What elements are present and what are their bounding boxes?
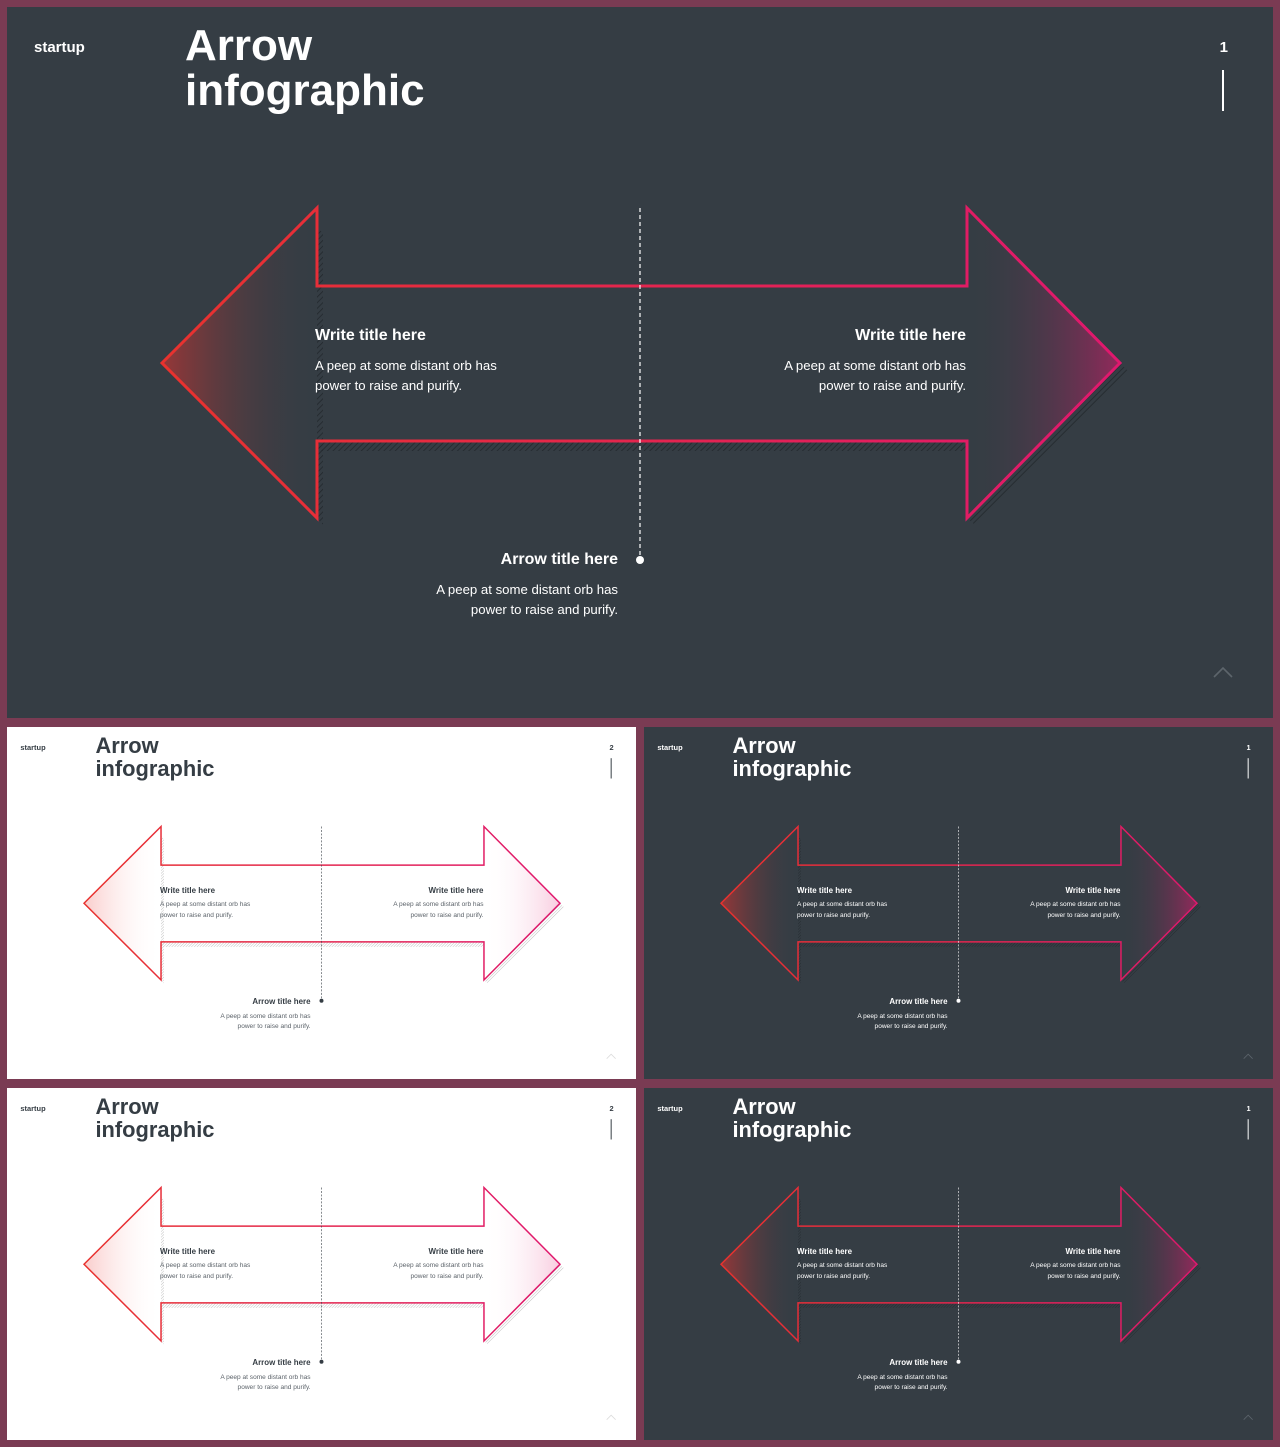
double-arrow-outline <box>82 824 562 982</box>
divider-end-dot <box>636 556 644 564</box>
divider-end-dot <box>319 1359 324 1364</box>
slide-title: Arrow infographic <box>732 1094 852 1142</box>
chevron-up-icon[interactable] <box>1213 666 1233 678</box>
right-block-title: Write title here <box>1065 1246 1121 1256</box>
double-arrow-outline <box>719 1185 1199 1343</box>
bottom-block-body: A peep at some distant orb has power to … <box>857 1012 948 1030</box>
right-block-body: A peep at some distant orb has power to … <box>393 901 484 919</box>
right-block-body: A peep at some distant orb has power to … <box>1030 1262 1121 1280</box>
brand-logo-text: startup <box>657 742 683 752</box>
right-block-body: A peep at some distant orb has power to … <box>1030 901 1121 919</box>
bottom-block-title: Arrow title here <box>500 551 618 568</box>
arrow-fill-right <box>721 1187 1197 1341</box>
left-block-body: A peep at some distant orb has power to … <box>315 358 497 394</box>
chevron-up-icon[interactable] <box>606 1053 616 1059</box>
arrow-fill-right <box>84 1187 560 1341</box>
left-block-title: Write title here <box>160 1246 216 1256</box>
arrow-graphic <box>159 70 1233 678</box>
brand-logo-text: startup <box>657 1103 683 1113</box>
page-number: 2 <box>609 742 614 752</box>
chevron-up-icon[interactable] <box>1243 1414 1253 1420</box>
slide-title: Arrow infographic <box>95 1094 215 1142</box>
bottom-block-body: A peep at some distant orb has power to … <box>436 582 618 618</box>
arrow-shadow <box>483 1264 564 1345</box>
right-block-body: A peep at some distant orb has power to … <box>393 1262 484 1280</box>
brand-logo-text: startup <box>34 39 85 56</box>
bottom-block-title: Arrow title here <box>252 997 311 1007</box>
arrow-graphic <box>719 1119 1253 1420</box>
bottom-block-title: Arrow title here <box>252 1358 311 1368</box>
right-block-title: Write title here <box>855 327 966 344</box>
right-block-title: Write title here <box>428 1246 484 1256</box>
left-block-body: A peep at some distant orb has power to … <box>160 901 251 919</box>
arrow-shadow <box>798 1302 1121 1308</box>
right-block-title: Write title here <box>1065 885 1121 895</box>
arrow-fill-right <box>84 826 560 980</box>
page-number: 1 <box>1246 1103 1251 1113</box>
left-block-body: A peep at some distant orb has power to … <box>797 901 888 919</box>
page-number: 1 <box>1219 39 1228 56</box>
chevron-up-icon[interactable] <box>1243 1053 1253 1059</box>
bottom-block-title: Arrow title here <box>889 1358 948 1368</box>
arrow-shadow <box>1120 903 1201 984</box>
slide-title: Arrow infographic <box>95 733 215 781</box>
arrow-graphic <box>719 758 1253 1059</box>
left-block-body: A peep at some distant orb has power to … <box>160 1262 251 1280</box>
slide-title: Arrow infographic <box>732 733 852 781</box>
arrow-shadow <box>161 979 165 984</box>
arrow-shadow <box>483 903 564 984</box>
arrow-shadow <box>161 1302 484 1308</box>
left-block-body: A peep at some distant orb has power to … <box>797 1262 888 1280</box>
divider-end-dot <box>319 998 324 1003</box>
slide-title: Arrow infographic <box>185 21 425 115</box>
double-arrow-outline <box>159 204 1123 522</box>
arrow-graphic <box>82 758 616 1059</box>
arrow-shadow <box>317 441 967 451</box>
page-number: 1 <box>1246 742 1251 752</box>
arrow-graphic <box>82 1119 616 1420</box>
right-block-body: A peep at some distant orb has power to … <box>784 358 966 394</box>
bottom-block-body: A peep at some distant orb has power to … <box>857 1373 948 1391</box>
bottom-block-body: A peep at some distant orb has power to … <box>220 1012 311 1030</box>
bottom-block-body: A peep at some distant orb has power to … <box>220 1373 311 1391</box>
left-block-title: Write title here <box>797 885 853 895</box>
arrow-fill-right <box>721 826 1197 980</box>
divider-end-dot <box>956 998 961 1003</box>
arrow-shadow <box>1120 1264 1201 1345</box>
left-block-title: Write title here <box>315 327 426 344</box>
right-block-title: Write title here <box>428 885 484 895</box>
double-arrow-outline <box>719 824 1199 982</box>
chevron-up-icon[interactable] <box>606 1414 616 1420</box>
arrow-shadow <box>161 941 484 947</box>
left-block-title: Write title here <box>797 1246 853 1256</box>
left-block-title: Write title here <box>160 885 216 895</box>
brand-logo-text: startup <box>20 742 46 752</box>
brand-logo-text: startup <box>20 1103 46 1113</box>
divider-end-dot <box>956 1359 961 1364</box>
bottom-block-title: Arrow title here <box>889 997 948 1007</box>
arrow-fill-right <box>162 208 1120 518</box>
arrow-shadow <box>798 941 1121 947</box>
double-arrow-outline <box>82 1185 562 1343</box>
arrow-shadow <box>967 363 1128 525</box>
page-number: 2 <box>609 1103 614 1113</box>
